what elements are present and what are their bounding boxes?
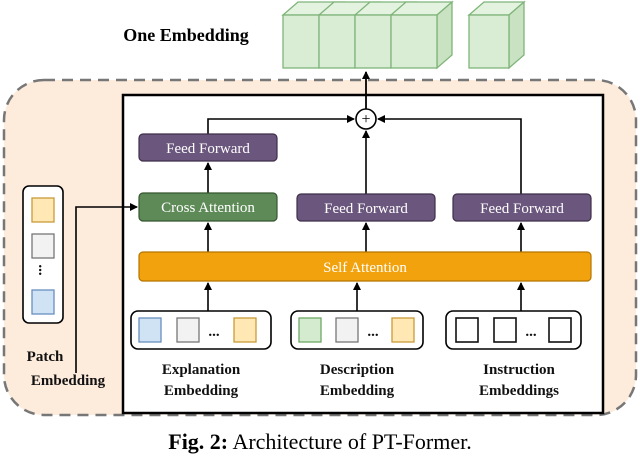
patch-label-line2: Embedding (31, 373, 106, 389)
caption-prefix: Fig. 2: (168, 429, 228, 454)
sum-node (355, 108, 377, 130)
feed-forward-right-block (452, 193, 592, 222)
self-attention-block (138, 251, 592, 282)
connector-right-ff-to-sum (377, 115, 522, 194)
token-white (455, 317, 479, 343)
feed-forward-right-label: Feed Forward (480, 201, 564, 217)
feed-forward-mid-label: Feed Forward (324, 201, 408, 217)
explanation-label-line2: Embedding (164, 383, 239, 399)
token-blue (31, 289, 55, 315)
instruction-label-line2: Embeddings (479, 383, 559, 399)
feed-forward-mid-block (296, 193, 436, 222)
caption-text: Architecture of PT-Former. (232, 429, 471, 454)
one-embedding-stack (281, 0, 526, 70)
ellipsis: ... (208, 324, 220, 340)
self-attention-label: Self Attention (323, 260, 407, 276)
token-blue (138, 317, 162, 343)
cross-attention-block (138, 192, 278, 222)
figure-caption: Fig. 2: Architecture of PT-Former. (168, 429, 471, 454)
ellipsis: ... (35, 264, 51, 276)
feed-forward-top-label: Feed Forward (166, 141, 250, 157)
sum-symbol: + (361, 111, 370, 128)
description-label-line1: Description (320, 362, 395, 378)
connector-left-ff-to-sum (207, 115, 355, 134)
one-embedding-label: One Embedding (123, 25, 249, 45)
token-yellow (31, 197, 55, 223)
instruction-label-line1: Instruction (483, 362, 555, 378)
ellipsis: ... (367, 324, 379, 340)
token-white (493, 317, 517, 343)
cross-attention-label: Cross Attention (161, 200, 255, 216)
token-gray (335, 317, 359, 343)
feed-forward-top-block (138, 133, 278, 162)
token-gray (31, 233, 55, 259)
ellipsis: ... (525, 324, 537, 340)
token-yellow (391, 317, 415, 343)
patch-label-line1: Patch (27, 349, 64, 365)
token-yellow (233, 317, 257, 343)
token-gray (176, 317, 200, 343)
token-white (548, 317, 572, 343)
token-green (298, 317, 322, 343)
explanation-label-line1: Explanation (162, 362, 241, 378)
description-label-line2: Embedding (320, 383, 395, 399)
arrow-patch-to-cross (75, 203, 138, 373)
